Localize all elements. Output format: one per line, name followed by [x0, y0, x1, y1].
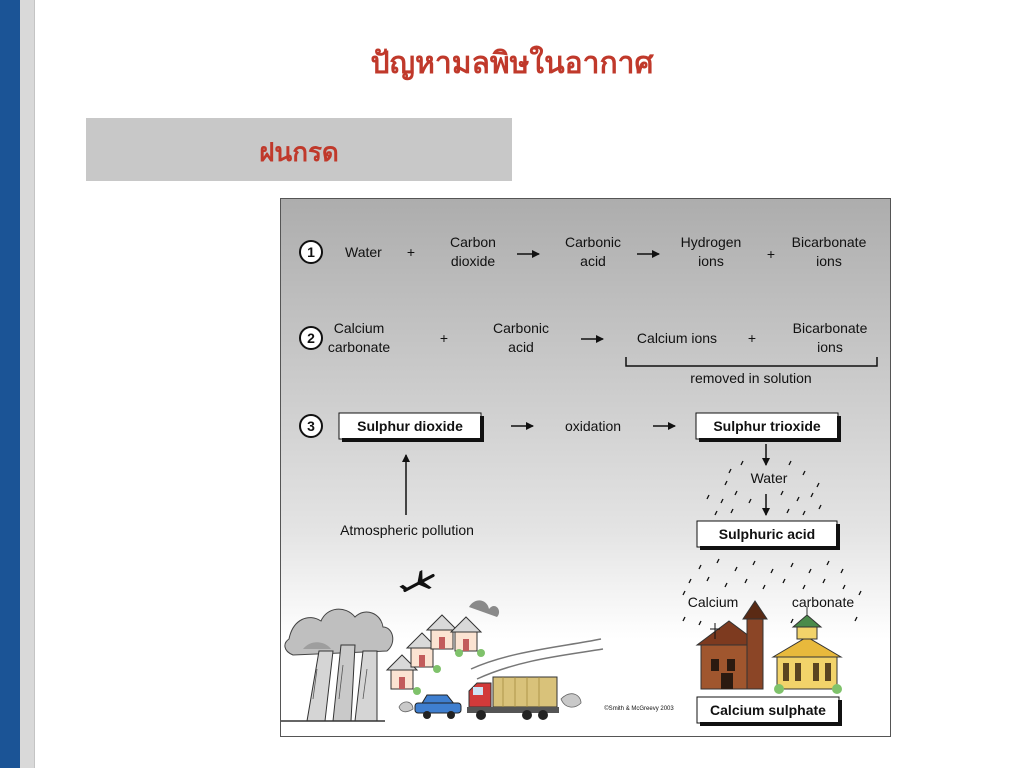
row2-bicarbonate-line2: ions — [817, 339, 843, 355]
side-accent-bar — [0, 0, 20, 768]
sulphur-dioxide-box: Sulphur dioxide — [338, 412, 484, 442]
rain-drops-icon — [682, 460, 862, 628]
airplane-icon — [399, 569, 435, 593]
row1-hydrogen-line1: Hydrogen — [681, 234, 742, 250]
row1-water: Water — [345, 244, 382, 260]
calcium-sulphate-label: Calcium sulphate — [710, 702, 826, 718]
factory-smoke-icon — [281, 608, 394, 722]
carbonate-label: carbonate — [792, 594, 854, 610]
subtitle-text: ฝนกรด — [259, 138, 339, 168]
row1-plus-1: + — [407, 244, 415, 260]
step-2-number: 2 — [307, 330, 315, 346]
row1-carbonic-line2: acid — [580, 253, 606, 269]
row2-calcium-ions: Calcium ions — [637, 330, 717, 346]
step-1-circle — [299, 240, 323, 264]
row1-carbon-line2: dioxide — [451, 253, 496, 269]
subtitle-box: ฝนกรด — [86, 118, 512, 181]
sulphur-trioxide-label: Sulphur trioxide — [713, 418, 821, 434]
row2-carbonic-line2: acid — [508, 339, 534, 355]
houses-icon — [385, 600, 500, 695]
step-1-number: 1 — [307, 244, 315, 260]
atmospheric-pollution-label: Atmospheric pollution — [340, 522, 474, 538]
acid-rain-diagram: 1 Water + Carbon dioxide Carbonic acid H… — [280, 198, 891, 737]
row2-plus-1: + — [440, 330, 448, 346]
row2-calcium-line2: carbonate — [328, 339, 390, 355]
row2-calcium-line1: Calcium — [334, 320, 385, 336]
removed-bracket — [625, 357, 878, 367]
row2-carbonic-line1: Carbonic — [493, 320, 549, 336]
calcium-sulphate-box: Calcium sulphate — [696, 696, 842, 726]
row1-hydrogen-line2: ions — [698, 253, 724, 269]
row1-carbon-line1: Carbon — [450, 234, 496, 250]
step-3-number: 3 — [307, 418, 315, 434]
sulphur-dioxide-label: Sulphur dioxide — [357, 418, 463, 434]
temple-icon — [771, 607, 843, 694]
row-3: 3 Sulphur dioxide oxidation Sulphur trio… — [299, 412, 854, 610]
row2-bicarbonate-line1: Bicarbonate — [793, 320, 868, 336]
row1-bicarbonate-line1: Bicarbonate — [792, 234, 867, 250]
road-line — [476, 648, 604, 680]
row2-plus-2: + — [748, 330, 756, 346]
side-gray-bar — [20, 0, 35, 768]
row2-removed-in-solution: removed in solution — [690, 370, 811, 386]
road-line — [470, 638, 602, 670]
sulphur-trioxide-box: Sulphur trioxide — [695, 412, 841, 442]
row1-carbonic-line1: Carbonic — [565, 234, 621, 250]
step-2-circle — [299, 326, 323, 350]
row-1: 1 Water + Carbon dioxide Carbonic acid H… — [299, 234, 867, 269]
slide-title: ปัญหามลพิษในอากาศ — [370, 46, 654, 81]
copyright-label: ©Smith & McGreevy 2003 — [604, 705, 674, 712]
oxidation-label: oxidation — [565, 418, 621, 434]
row-2: 2 Calcium carbonate + Carbonic acid Calc… — [299, 320, 878, 386]
row1-bicarbonate-line2: ions — [816, 253, 842, 269]
car-icon — [398, 694, 462, 719]
calcium-label: Calcium — [688, 594, 739, 610]
step-3-circle — [299, 414, 323, 438]
diagram-canvas: 1 Water + Carbon dioxide Carbonic acid H… — [281, 234, 878, 726]
truck-icon — [467, 676, 582, 720]
water-label: Water — [751, 470, 788, 486]
row1-plus-2: + — [767, 246, 775, 262]
sulphuric-acid-box: Sulphuric acid — [696, 520, 840, 550]
sulphuric-acid-label: Sulphuric acid — [719, 526, 815, 542]
church-icon — [695, 600, 768, 690]
